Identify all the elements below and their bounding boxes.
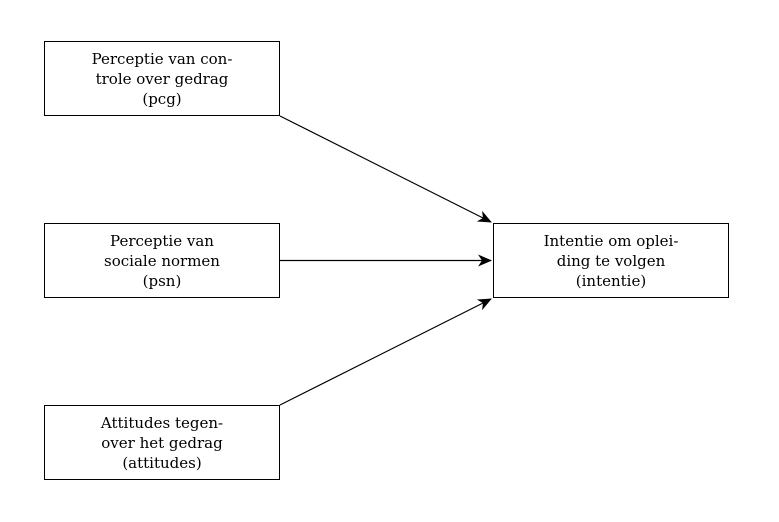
node-attitudes-line-1: Attitudes tegen-	[100, 413, 224, 432]
node-psn-line-2: sociale normen	[104, 251, 220, 270]
node-psn-line-1: Perceptie van	[110, 231, 214, 250]
node-attitudes: Attitudes tegen- over het gedrag (attitu…	[44, 405, 280, 480]
node-intentie-line-1: Intentie om oplei-	[543, 231, 679, 250]
node-intentie-line-3: (intentie)	[575, 271, 647, 290]
node-pcg: Perceptie van con- trole over gedrag (pc…	[44, 41, 280, 116]
node-psn-line-3: (psn)	[142, 271, 182, 290]
node-pcg-line-1: Perceptie van con-	[91, 49, 233, 68]
node-pcg-line-3: (pcg)	[142, 89, 182, 108]
node-intentie: Intentie om oplei- ding te volgen (inten…	[493, 223, 729, 298]
node-attitudes-line-2: over het gedrag	[101, 433, 223, 452]
node-intentie-line-2: ding te volgen	[556, 251, 666, 270]
edge-attitudes-to-intentie	[279, 298, 492, 406]
node-psn: Perceptie van sociale normen (psn)	[44, 223, 280, 298]
node-pcg-line-2: trole over gedrag	[95, 69, 229, 88]
node-attitudes-line-3: (attitudes)	[122, 453, 202, 472]
edge-pcg-to-intentie	[279, 115, 492, 223]
